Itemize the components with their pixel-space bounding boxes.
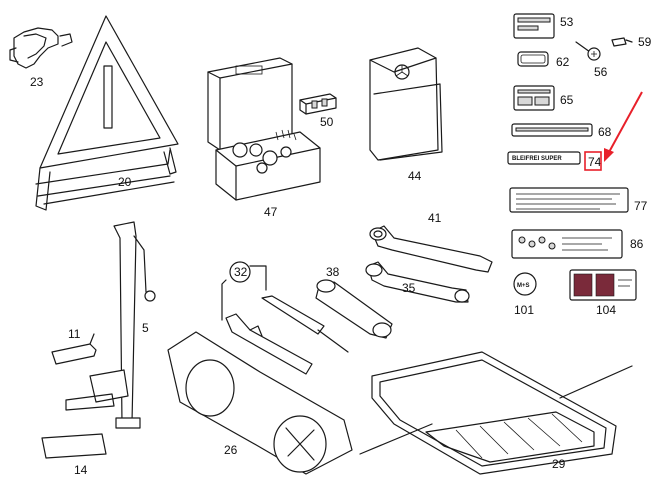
label-41: 41 xyxy=(428,211,442,225)
label-101: 101 xyxy=(514,303,534,317)
label-104: 104 xyxy=(596,303,616,317)
part-23-bracket[interactable] xyxy=(9,27,73,69)
label-50: 50 xyxy=(320,115,334,129)
part-65-label[interactable] xyxy=(513,85,555,111)
part-104-qr-label[interactable] xyxy=(569,269,637,301)
part-77-plate[interactable] xyxy=(509,187,629,213)
part-101-ms-sticker[interactable]: M+S xyxy=(513,272,537,296)
part-32-screwdrivers[interactable] xyxy=(221,261,349,375)
label-86: 86 xyxy=(630,237,644,251)
part-29-floor-mat[interactable] xyxy=(359,351,633,475)
label-11: 11 xyxy=(68,327,81,341)
label-26: 26 xyxy=(224,443,238,457)
highlight-arrow xyxy=(604,91,643,162)
label-35: 35 xyxy=(402,281,416,295)
label-14: 14 xyxy=(74,463,88,477)
label-53: 53 xyxy=(560,15,574,29)
part-11-bracket[interactable] xyxy=(51,333,97,365)
label-5: 5 xyxy=(142,321,149,335)
part-59-screw[interactable] xyxy=(611,37,633,47)
label-23: 23 xyxy=(30,75,44,89)
part-35-socket-wrench[interactable] xyxy=(365,261,470,303)
part-26-tool-roll[interactable] xyxy=(167,331,353,475)
part-86-info-plate[interactable] xyxy=(511,229,623,259)
part-53-decal[interactable] xyxy=(513,13,555,39)
part-56-bolt[interactable] xyxy=(575,41,601,61)
part-68-strip[interactable] xyxy=(511,123,593,137)
part-74-fuel-decal[interactable]: BLEIFREI SUPER xyxy=(507,151,581,165)
label-47: 47 xyxy=(264,205,278,219)
label-68: 68 xyxy=(598,125,612,139)
part-14-card[interactable] xyxy=(41,433,107,459)
label-38: 38 xyxy=(326,265,340,279)
label-56: 56 xyxy=(594,65,608,79)
label-32: 32 xyxy=(234,265,248,279)
part-5-jack[interactable] xyxy=(65,221,156,429)
highlight-box-74 xyxy=(584,151,602,171)
label-65: 65 xyxy=(560,93,574,107)
label-77: 77 xyxy=(634,199,648,213)
label-44: 44 xyxy=(408,169,422,183)
part-41-lug-wrench[interactable] xyxy=(369,225,493,273)
part-20-warning-triangle[interactable] xyxy=(35,15,179,211)
part-47-spare-bulb-box[interactable] xyxy=(207,57,321,201)
label-62: 62 xyxy=(556,55,570,69)
label-59: 59 xyxy=(638,35,652,49)
fuel-decal-text: BLEIFREI SUPER xyxy=(512,156,562,162)
part-62-plate[interactable] xyxy=(517,51,549,67)
label-74: 74 xyxy=(588,155,602,169)
label-29: 29 xyxy=(552,457,566,471)
label-20: 20 xyxy=(118,175,132,189)
part-38-adapter[interactable] xyxy=(315,279,393,339)
ms-sticker-text: M+S xyxy=(517,283,530,289)
part-50-bulb-set[interactable] xyxy=(299,93,337,115)
part-44-document-pouch[interactable] xyxy=(369,47,443,161)
